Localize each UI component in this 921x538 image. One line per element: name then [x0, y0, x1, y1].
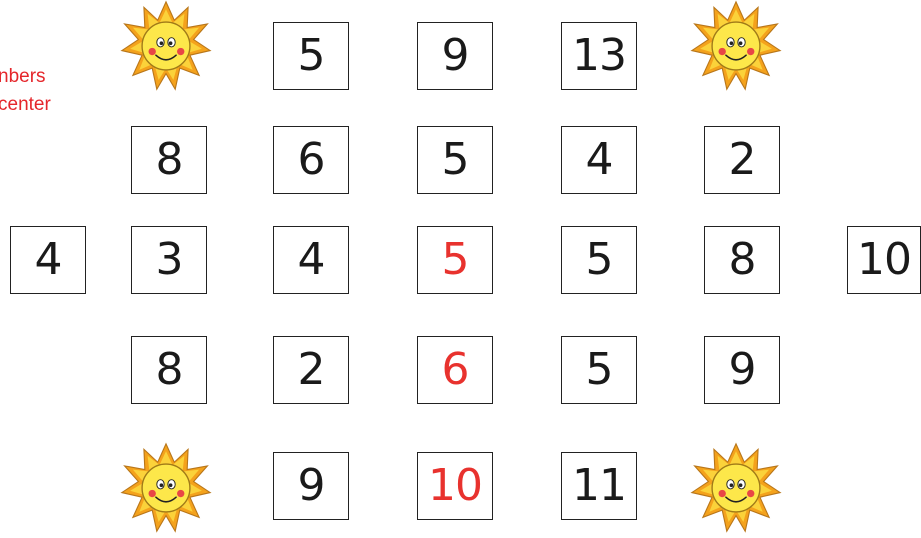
number-box-r3-c4: 5	[561, 226, 637, 294]
sun-icon-top-left	[120, 0, 212, 92]
number-box-r4-c3-highlighted: 6	[417, 336, 493, 404]
number-box-r4-c5: 9	[704, 336, 780, 404]
number-box-r1-c2: 5	[273, 22, 349, 90]
number-box-r3-c3-highlighted: 5	[417, 226, 493, 294]
number-box-r4-c2: 2	[273, 336, 349, 404]
instruction-text-line-2: center	[0, 91, 51, 119]
number-box-r2-c4: 4	[561, 126, 637, 194]
number-box-r2-c3: 5	[417, 126, 493, 194]
number-box-r3-c2: 4	[273, 226, 349, 294]
sun-icon-bottom-left	[120, 442, 212, 534]
number-box-r2-c5: 2	[704, 126, 780, 194]
number-box-r5-c4: 11	[561, 452, 637, 520]
number-box-r2-c2: 6	[273, 126, 349, 194]
number-box-r1-c4: 13	[561, 22, 637, 90]
number-box-r4-c4: 5	[561, 336, 637, 404]
number-box-r1-c3: 9	[417, 22, 493, 90]
number-box-r2-c1: 8	[131, 126, 207, 194]
number-box-r5-c3-highlighted: 10	[417, 452, 493, 520]
sun-icon-bottom-right	[690, 442, 782, 534]
number-box-r4-c1: 8	[131, 336, 207, 404]
sun-icon-top-right	[690, 0, 782, 92]
number-box-r3-outer-left: 4	[10, 226, 86, 294]
instruction-text-line-1: nbers	[0, 63, 46, 91]
number-box-r5-c2: 9	[273, 452, 349, 520]
number-box-r3-outer-right: 10	[847, 226, 921, 294]
number-box-r3-c5: 8	[704, 226, 780, 294]
number-box-r3-c1: 3	[131, 226, 207, 294]
